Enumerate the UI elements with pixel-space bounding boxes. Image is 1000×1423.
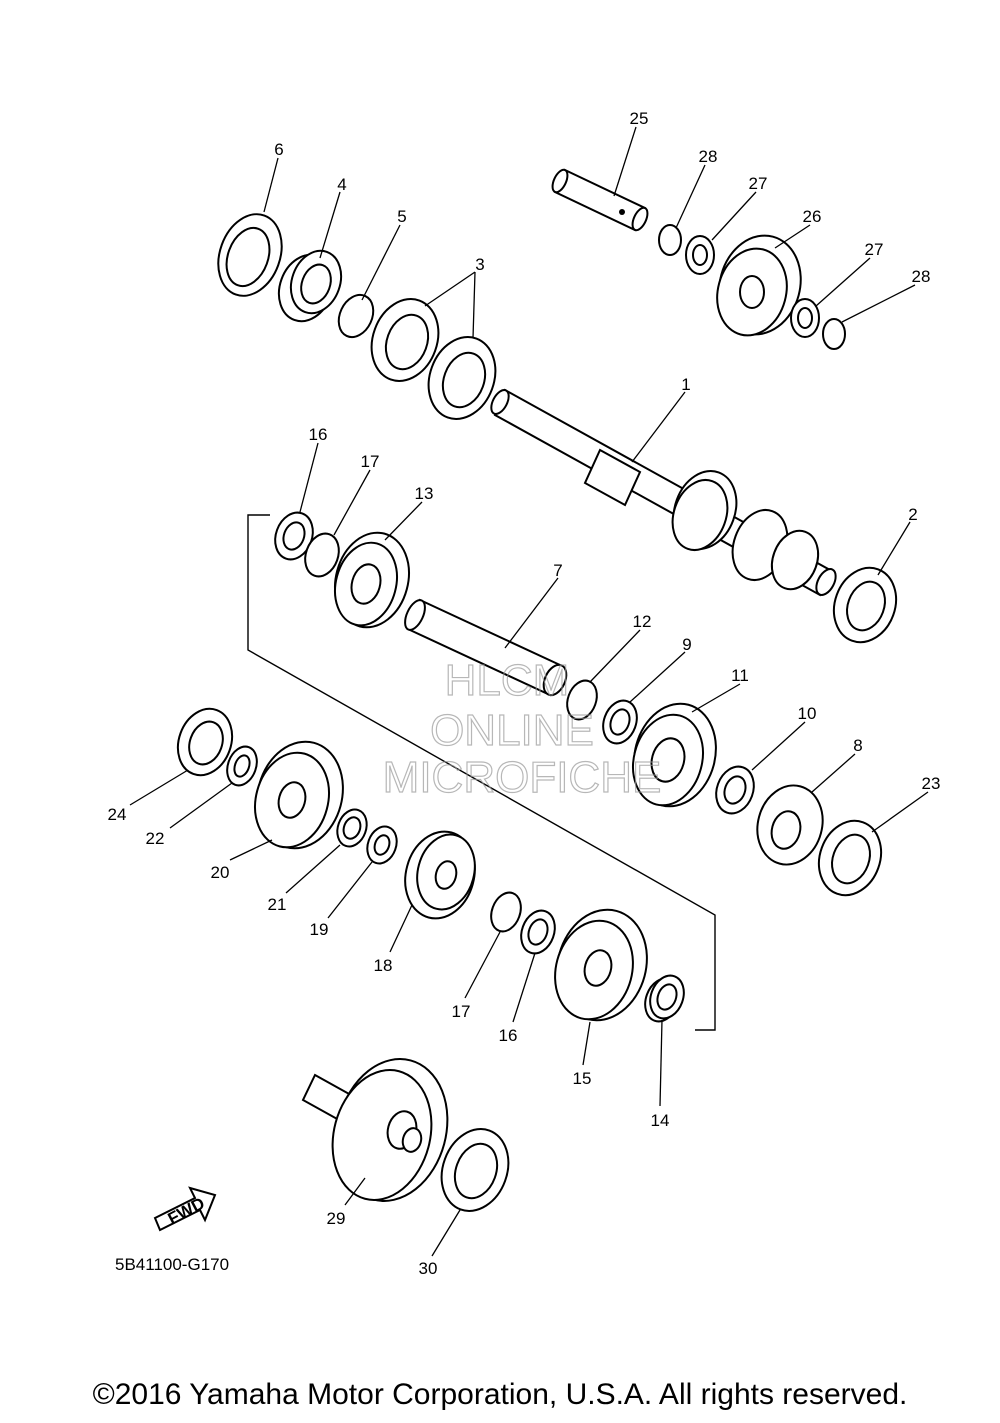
leader-lines xyxy=(129,126,929,1257)
gear-13 xyxy=(334,531,410,629)
gear-8 xyxy=(756,784,824,866)
fwd-label: FWD xyxy=(165,1194,208,1229)
circlip-17a xyxy=(304,532,340,578)
bushing-21 xyxy=(336,808,368,848)
part-label: 1 xyxy=(681,375,690,394)
bushing-14 xyxy=(644,974,685,1023)
bearing-30 xyxy=(440,1128,510,1212)
copyright-footer: ©2016 Yamaha Motor Corporation, U.S.A. A… xyxy=(92,1378,908,1411)
gear-29 xyxy=(301,1058,449,1202)
part-label: 18 xyxy=(374,956,393,975)
washer-27a xyxy=(685,235,715,275)
shaft-25 xyxy=(551,168,649,232)
gear-11 xyxy=(632,702,717,808)
part-label: 25 xyxy=(630,109,649,128)
o-ring-5 xyxy=(337,293,375,339)
part-label: 22 xyxy=(146,829,165,848)
part-label: 30 xyxy=(419,1259,438,1278)
drive-axle-7 xyxy=(404,598,568,697)
watermark-line: ONLINE xyxy=(430,706,594,755)
part-label: 5 xyxy=(397,207,406,226)
part-label: 7 xyxy=(553,561,562,580)
gear-15 xyxy=(554,908,648,1022)
part-label: 21 xyxy=(268,895,287,914)
part-label: 2 xyxy=(908,505,917,524)
part-label: 27 xyxy=(865,240,884,259)
part-label: 16 xyxy=(309,425,328,444)
circlip-17b xyxy=(490,891,522,933)
transmission-diagram: FWD xyxy=(108,109,941,1278)
bushing-4 xyxy=(277,249,343,323)
washer-16a xyxy=(274,511,314,561)
part-label: 26 xyxy=(803,207,822,226)
part-label: 13 xyxy=(415,484,434,503)
part-label: 20 xyxy=(211,863,230,882)
watermark-line: HLCM xyxy=(445,656,570,705)
bearing-2 xyxy=(832,566,898,644)
part-label: 27 xyxy=(749,174,768,193)
watermark-line: MICROFICHE xyxy=(383,753,662,802)
part-label: 3 xyxy=(475,255,484,274)
part-label: 17 xyxy=(452,1002,471,1021)
washer-22 xyxy=(226,745,258,787)
main-axle-1 xyxy=(490,388,837,597)
circlip-12 xyxy=(566,679,598,721)
part-label: 8 xyxy=(853,736,862,755)
part-labels: 1 2 3 4 5 6 7 8 9 10 11 12 13 14 15 16 1… xyxy=(108,109,941,1278)
watermark: HLCM ONLINE MICROFICHE xyxy=(382,655,662,802)
washer-19 xyxy=(366,825,398,865)
gear-20 xyxy=(254,740,344,850)
part-label: 19 xyxy=(310,920,329,939)
washer-27b xyxy=(790,298,820,338)
part-label: 6 xyxy=(274,140,283,159)
part-label: 24 xyxy=(108,805,127,824)
part-label: 16 xyxy=(499,1026,518,1045)
gear-18 xyxy=(404,830,476,920)
part-label: 28 xyxy=(699,147,718,166)
circlip-28a xyxy=(658,224,682,256)
fwd-arrow-icon: FWD xyxy=(153,1186,217,1232)
bearing-23 xyxy=(817,819,883,897)
part-label: 10 xyxy=(798,704,817,723)
bearing-3a xyxy=(370,298,440,382)
washer-16b xyxy=(520,909,556,955)
bearing-3b xyxy=(427,336,497,420)
gear-26 xyxy=(716,234,802,337)
part-label: 11 xyxy=(731,666,749,685)
part-label: 28 xyxy=(912,267,931,286)
part-label: 17 xyxy=(361,452,380,471)
bearing-24 xyxy=(176,707,234,777)
washer-9 xyxy=(602,699,638,745)
part-label: 12 xyxy=(633,612,652,631)
part-label: 4 xyxy=(337,175,346,194)
needle-bearing-10 xyxy=(715,765,755,815)
part-label: 9 xyxy=(682,635,691,654)
part-label: 29 xyxy=(327,1209,346,1228)
drawing-code: 5B41100-G170 xyxy=(115,1255,229,1274)
circlip-28b xyxy=(822,318,846,350)
oil-seal-6 xyxy=(217,213,283,297)
part-label: 15 xyxy=(573,1069,592,1088)
part-label: 14 xyxy=(651,1111,670,1130)
assembly-bracket xyxy=(247,514,716,1031)
part-label: 23 xyxy=(922,774,941,793)
